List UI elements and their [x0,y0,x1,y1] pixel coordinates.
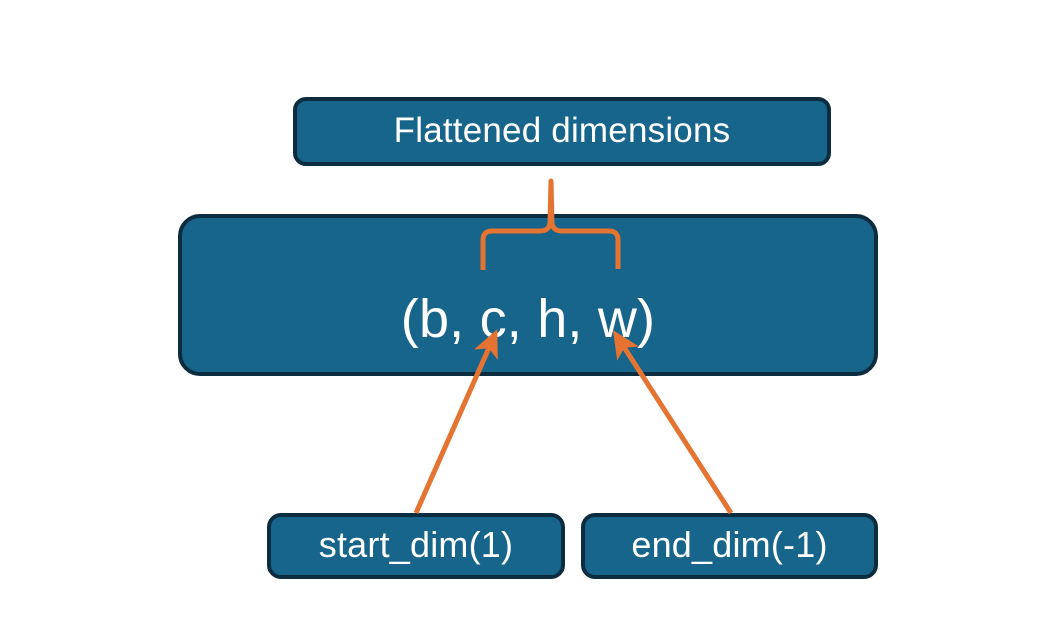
node-start-dim-label: start_dim(1) [318,523,514,565]
node-tensor-shape: (b, c, h, w) [178,214,878,376]
node-end-dim: end_dim(-1) [581,513,878,579]
node-tensor-shape-label: (b, c, h, w) [400,289,656,349]
node-end-dim-label: end_dim(-1) [631,523,828,565]
node-start-dim: start_dim(1) [267,513,565,579]
node-flattened-dimensions: Flattened dimensions [293,97,831,166]
node-flattened-dimensions-label: Flattened dimensions [393,110,731,150]
